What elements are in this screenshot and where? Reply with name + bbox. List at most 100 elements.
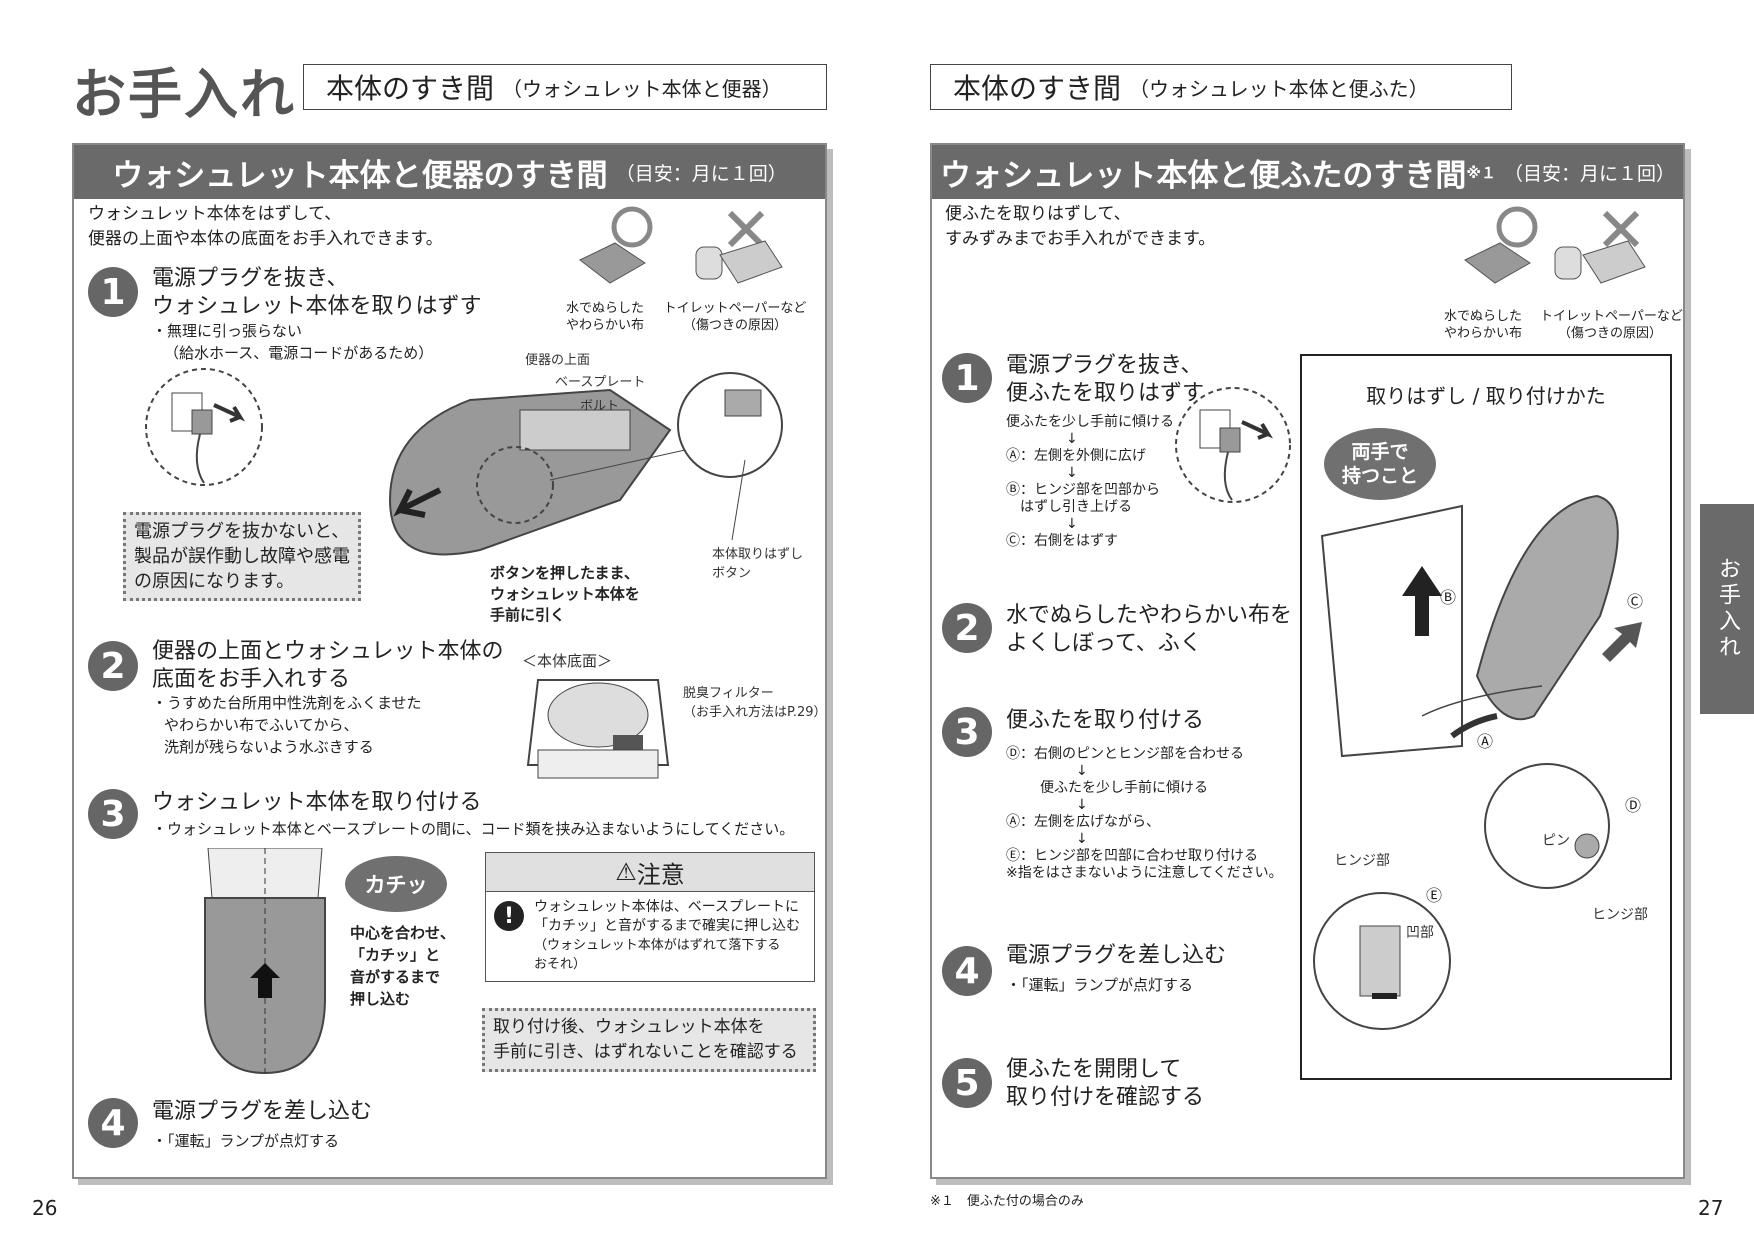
right-intro: 便ふたを取りはずして、 すみずみまでお手入れができます。 bbox=[945, 202, 1215, 252]
plug-illustration bbox=[145, 368, 263, 486]
label-bowl-top: 便器の上面 bbox=[525, 353, 591, 368]
step-number: 4 bbox=[942, 946, 992, 996]
caution-line: （ウォシュレット本体がはずれて落下する bbox=[534, 938, 781, 953]
step-note: ・「運転」ランプが点灯する bbox=[152, 1132, 340, 1150]
spread-arrow-icon bbox=[1450, 713, 1498, 739]
step-note-line: ・無理に引っ張らない bbox=[152, 322, 303, 340]
warning-line: 製品が誤作動し故障や感電 bbox=[134, 546, 350, 567]
substep-line: Ⓑ：ヒンジ部を凹部から bbox=[1006, 482, 1160, 498]
washlet-removal-illustration bbox=[388, 372, 783, 556]
left-panel-title-sub: （目安：月に１回） bbox=[615, 162, 787, 185]
ng-caption-line: トイレットペーパーなど bbox=[663, 301, 807, 316]
right-panel-title-footnote-mark: ※１ bbox=[1466, 163, 1496, 182]
substep-arrow: ↓ bbox=[1066, 516, 1078, 532]
step-title-line: よくしぼって、ふく bbox=[1006, 631, 1202, 656]
step-number: 5 bbox=[942, 1058, 992, 1108]
step-title-line: 水でぬらしたやわらかい布を bbox=[1006, 603, 1293, 628]
right-header-main: 本体のすき間 bbox=[953, 72, 1122, 105]
page-number: 26 bbox=[32, 1196, 58, 1220]
toilet-lid-shape bbox=[1475, 494, 1619, 721]
step-title: 便ふたを開閉して 取り付けを確認する bbox=[1006, 1056, 1204, 1112]
warning-line: 電源プラグを抜かないと、 bbox=[134, 521, 350, 542]
step-substeps: Ⓓ：右側のピンとヒンジ部を合わせる ↓ 便ふたを少し手前に傾ける ↓ Ⓐ：左側を… bbox=[1006, 746, 1283, 882]
ng-caption-line: トイレットペーパーなど bbox=[1540, 309, 1683, 324]
caution-line: 「カチッ」と音がするまで確実に押し込む bbox=[534, 918, 800, 934]
caution-box: ⚠ 注意 ! ウォシュレット本体は、ベースプレートに 「カチッ」と音がするまで確… bbox=[485, 852, 815, 982]
left-intro-line: 便器の上面や本体の底面をお手入れできます。 bbox=[88, 229, 443, 249]
ok-caption-line: やわらかい布 bbox=[1443, 326, 1522, 341]
step-note: ・「運転」ランプが点灯する bbox=[1006, 976, 1194, 994]
left-panel-title: ウォシュレット本体と便器のすき間 bbox=[112, 157, 608, 194]
substep-line: ※指をはさまないように注意してください。 bbox=[1006, 865, 1283, 881]
exclamation-icon: ! bbox=[494, 901, 524, 931]
power-plug-icon bbox=[1219, 427, 1241, 453]
step-note-line: やわらかい布でふいてから、 bbox=[164, 716, 359, 734]
push-out-arrow-icon bbox=[1602, 622, 1642, 662]
mark-b: Ⓑ bbox=[1440, 588, 1457, 607]
confirm-line: 手前に引き、はずれないことを確認する bbox=[493, 1042, 798, 1062]
wet-cloth-icon bbox=[1464, 242, 1531, 284]
label-line: 本体取りはずし bbox=[712, 547, 804, 562]
ok-caption-line: 水でぬらした bbox=[1443, 309, 1522, 324]
substep-arrow: ↓ bbox=[1076, 797, 1088, 813]
label-bottom-view: ＜本体底面＞ bbox=[522, 652, 613, 670]
label-filter: 脱臭フィルター （お手入れ方法はP.29） bbox=[683, 682, 827, 720]
step-title-line: 便ふたを開閉して bbox=[1006, 1057, 1182, 1082]
step-title-line: ウォシュレット本体を取りはずす bbox=[152, 294, 482, 319]
substep-arrow: ↓ bbox=[1066, 431, 1078, 447]
cleaning-ok-ng-icons bbox=[579, 206, 783, 284]
step-substeps: 便ふたを少し手前に傾ける ↓ Ⓐ：左側を外側に広げ ↓ Ⓑ：ヒンジ部を凹部から … bbox=[1006, 414, 1174, 550]
footnote: ※１ 便ふた付の場合のみ bbox=[930, 1194, 1084, 1209]
deodorizer-filter-icon bbox=[613, 735, 643, 750]
step-title: 便器の上面とウォシュレット本体の 底面をお手入れする bbox=[152, 638, 504, 694]
pin-icon bbox=[1574, 833, 1600, 859]
step-note: ・無理に引っ張らない （給水ホース、電源コードがあるため） bbox=[152, 320, 433, 364]
step-title: 電源プラグを抜き、 ウォシュレット本体を取りはずす bbox=[152, 265, 482, 321]
label-line: 脱臭フィルター bbox=[683, 686, 774, 701]
wet-cloth-icon bbox=[579, 242, 646, 284]
step-number: 2 bbox=[942, 603, 992, 653]
confirm-box: 取り付け後、ウォシュレット本体を 手前に引き、はずれないことを確認する bbox=[482, 1008, 816, 1072]
right-intro-line: すみずみまでお手入れができます。 bbox=[945, 229, 1216, 249]
label-line: ボタン bbox=[712, 566, 752, 581]
toilet-paper-icon bbox=[1554, 246, 1582, 280]
pull-forward-arrow-icon bbox=[393, 487, 442, 518]
substep-arrow: ↓ bbox=[1076, 763, 1088, 779]
substep-line: Ⓔ：ヒンジ部を凹部に合わせ取り付ける bbox=[1006, 848, 1258, 864]
substep-arrow: ↓ bbox=[1076, 831, 1088, 847]
washlet-attach-illustration bbox=[204, 848, 326, 1075]
release-button-zoom bbox=[677, 372, 783, 478]
step-title: 電源プラグを抜き、 便ふたを取りはずす bbox=[1006, 352, 1204, 408]
recess-shape bbox=[1359, 925, 1401, 997]
substep-line: Ⓐ：左側を外側に広げ bbox=[1006, 448, 1146, 464]
substep-line: 便ふたを少し手前に傾ける bbox=[1006, 414, 1174, 430]
release-button-icon bbox=[724, 389, 762, 417]
step-title: 電源プラグを差し込む bbox=[152, 1099, 373, 1124]
step-title-line: 便ふたを取りはずす bbox=[1006, 381, 1205, 406]
substep-arrow: ↓ bbox=[1066, 465, 1078, 481]
label-line: （お手入れ方法はP.29） bbox=[683, 705, 827, 720]
substep-line: Ⓒ：右側をはずす bbox=[1006, 533, 1118, 549]
figure-title: 取りはずし / 取り付けかた bbox=[1366, 384, 1606, 408]
label-hinge: ヒンジ部 bbox=[1334, 853, 1390, 869]
substep-line: はずし引き上げる bbox=[1006, 499, 1132, 515]
ok-caption-line: やわらかい布 bbox=[565, 318, 644, 333]
pull-arrow-icon bbox=[213, 403, 246, 423]
ng-caption: トイレットペーパーなど （傷つきの原因） bbox=[660, 300, 810, 334]
bubble-line: 両手で bbox=[1351, 441, 1409, 463]
label-base-plate: ベースプレート bbox=[555, 375, 646, 390]
cleaning-ok-ng-icons bbox=[1464, 206, 1646, 284]
label-line: 音がするまで bbox=[350, 968, 441, 986]
mark-a: Ⓐ bbox=[1477, 732, 1494, 751]
step-title-line: 便器の上面とウォシュレット本体の bbox=[152, 639, 504, 664]
tank-shape bbox=[1320, 504, 1463, 758]
power-plug-icon bbox=[191, 409, 213, 435]
step-title: ウォシュレット本体を取り付ける bbox=[152, 790, 482, 815]
ng-caption: トイレットペーパーなど （傷つきの原因） bbox=[1540, 308, 1683, 342]
ok-circle-icon bbox=[611, 206, 653, 248]
ok-caption-line: 水でぬらした bbox=[565, 301, 644, 316]
lid-removal-drawing bbox=[1313, 494, 1642, 1030]
step-number: 1 bbox=[88, 267, 138, 317]
label-line: ウォシュレット本体を bbox=[490, 585, 640, 603]
label-center-align: 中心を合わせ、 「カチッ」と 音がするまで 押し込む bbox=[350, 922, 455, 1010]
